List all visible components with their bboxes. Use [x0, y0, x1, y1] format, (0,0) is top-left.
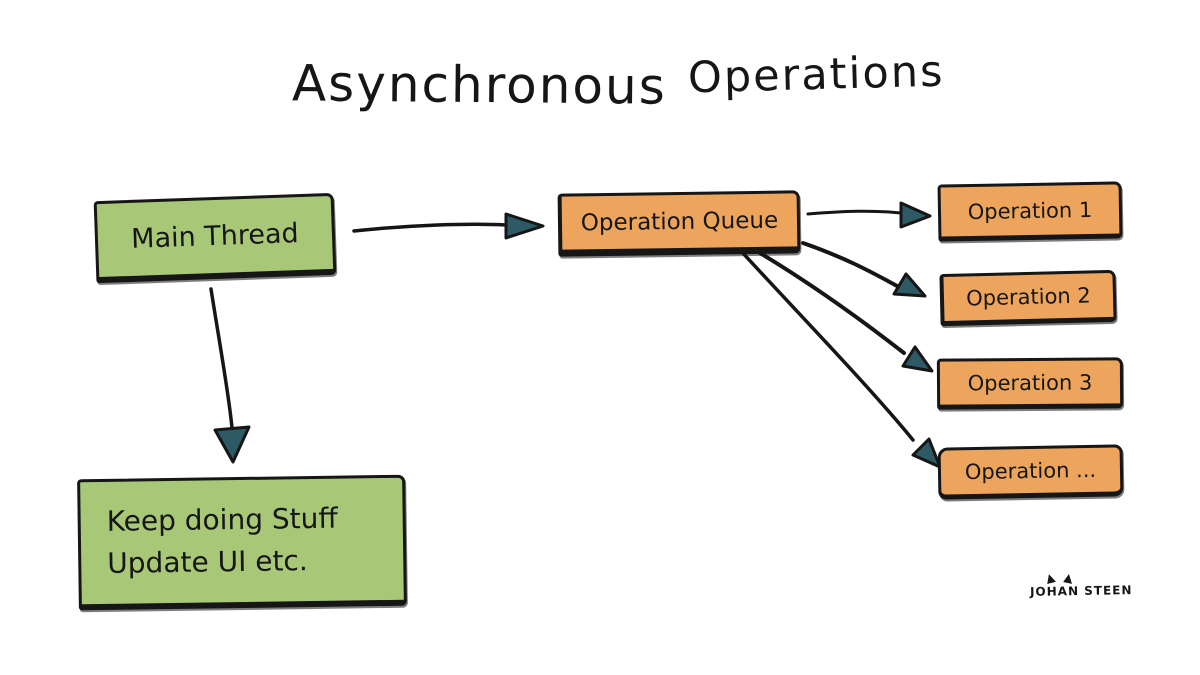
edge-main-thread-to-keep-doing — [209, 287, 234, 430]
main-thread-label: Main Thread — [130, 218, 300, 255]
arrowhead-operation-1-icon — [899, 201, 932, 229]
node-main-thread: Main Thread — [93, 192, 337, 284]
horn-left-icon — [1045, 573, 1056, 584]
operation-2-label: Operation 2 — [965, 283, 1092, 311]
arrowhead-operation-queue-icon — [504, 212, 545, 240]
node-operation-queue: Operation Queue — [557, 190, 801, 257]
operation-3-label: Operation 3 — [967, 370, 1093, 395]
edge-queue-to-operation-more — [739, 249, 915, 442]
title-word-asynchronous: Asynchronous — [291, 54, 668, 116]
edge-queue-to-operation-3 — [758, 251, 906, 355]
operation-1-label: Operation 1 — [967, 197, 1093, 224]
operation-more-label: Operation ... — [964, 457, 1097, 485]
node-operation-1: Operation 1 — [937, 181, 1123, 242]
signature: Johan Steen — [1029, 573, 1133, 599]
edge-queue-to-operation-1 — [806, 209, 903, 216]
signature-text: Johan Steen — [1029, 583, 1133, 599]
arrowhead-keep-doing-icon — [213, 425, 251, 464]
arrowhead-operation-2-icon — [892, 272, 927, 298]
operation-queue-label: Operation Queue — [580, 207, 779, 236]
horn-right-icon — [1063, 573, 1074, 584]
edge-main-thread-to-operation-queue — [352, 222, 508, 233]
node-operation-more: Operation ... — [937, 444, 1124, 500]
arrowhead-operation-more-icon — [911, 437, 942, 469]
keep-doing-line1: Keep doing Stuff — [106, 501, 338, 538]
node-operation-3: Operation 3 — [936, 357, 1124, 410]
arrowhead-operation-3-icon — [901, 345, 934, 373]
keep-doing-line2: Update UI etc. — [107, 544, 308, 580]
title-word-operations: Operations — [687, 46, 946, 104]
node-operation-2: Operation 2 — [939, 269, 1117, 327]
edge-queue-to-operation-2 — [801, 241, 899, 288]
node-keep-doing-stuff: Keep doing Stuff Update UI etc. — [77, 474, 407, 611]
